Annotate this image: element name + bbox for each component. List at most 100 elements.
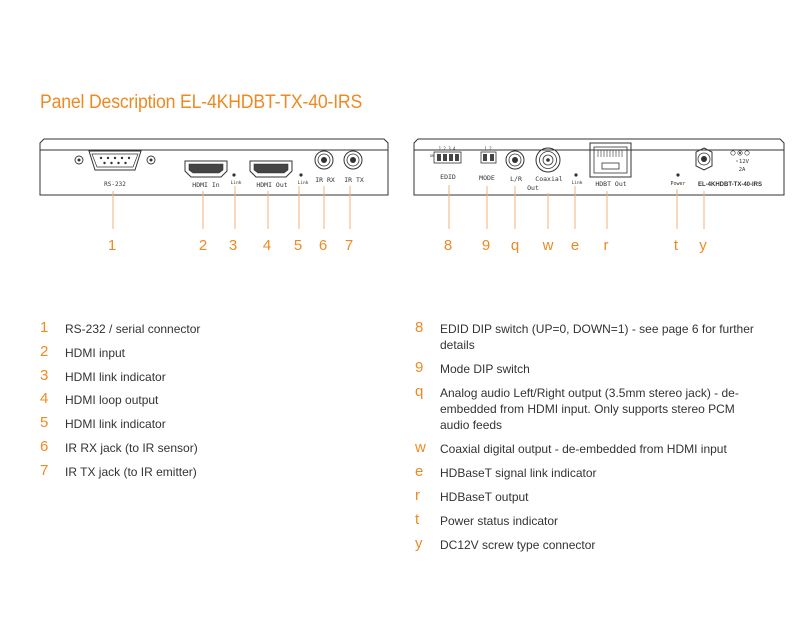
callout-4: 4 — [263, 237, 271, 254]
callout-3: 3 — [229, 237, 237, 254]
callout-1: 1 — [108, 237, 116, 254]
front-leader-lines — [112, 186, 351, 229]
mode-dip-numbers: 1 2 — [484, 146, 492, 151]
power-label: Power — [670, 181, 685, 187]
legend-key: 4 — [40, 390, 49, 408]
callout-2: 2 — [199, 237, 207, 254]
legend-key: 1 — [40, 319, 49, 336]
callout-7: 7 — [345, 237, 353, 254]
legend-text: Analog audio Left/Right output (3.5mm st… — [440, 386, 739, 432]
dc-screw-connector — [695, 147, 713, 171]
rs232-connector — [74, 150, 156, 171]
callout-r: r — [604, 237, 609, 254]
dc-voltage-label: 12V — [739, 159, 750, 165]
legend-item: t Power status indicator — [415, 511, 765, 529]
legend-text: EDID DIP switch (UP=0, DOWN=1) - see pag… — [440, 322, 754, 352]
legend-key: y — [415, 535, 423, 552]
hdmi-in-port — [184, 160, 228, 178]
legend-key: q — [415, 383, 424, 400]
ir-tx-jack — [343, 150, 363, 170]
front-panel-face — [39, 149, 389, 196]
rear-panel-face — [413, 149, 785, 196]
legend-left: 1 RS-232 / serial connector 2 HDMI input 3… — [40, 319, 370, 488]
legend-key: r — [415, 487, 420, 504]
legend-item: w Coaxial digital output - de-embedded fr… — [415, 439, 765, 457]
mode-dip-switch: 1 2 — [480, 146, 497, 164]
legend-key: 2 — [40, 342, 49, 360]
rear-leader-lines — [448, 185, 705, 229]
legend-text: HDMI loop output — [65, 393, 159, 408]
front-panel-body — [39, 138, 389, 150]
callout-5: 5 — [294, 237, 302, 254]
legend-item: r HDBaseT output — [415, 487, 765, 505]
legend-key: 5 — [40, 414, 49, 432]
page-title: Panel Description EL-4KHDBT-TX-40-IRS — [40, 92, 363, 113]
link-led-3 — [232, 173, 236, 177]
legend-right: 8 EDID DIP switch (UP=0, DOWN=1) - see pa… — [415, 319, 765, 561]
legend-text: HDMI input — [65, 345, 126, 360]
hdmi-in-label: HDMI In — [192, 181, 219, 189]
callout-y: y — [699, 237, 707, 254]
legend-item: 7 IR TX jack (to IR emitter) — [40, 461, 370, 480]
legend-item: 4 HDMI loop output — [40, 390, 370, 408]
coaxial-label: Coaxial — [535, 175, 562, 183]
legend-item: 8 EDID DIP switch (UP=0, DOWN=1) - see pa… — [415, 319, 765, 353]
dip-on-label: ON — [430, 154, 434, 158]
hdbt-link-led — [574, 173, 578, 177]
link-label-3: Link — [231, 180, 242, 186]
edid-label: EDID — [440, 173, 456, 181]
legend-text: HDMI link indicator — [65, 417, 166, 432]
dc-polarity-icon — [730, 150, 750, 162]
rs232-label: RS-232 — [104, 181, 126, 188]
callout-8: 8 — [444, 237, 452, 254]
legend-item: y DC12V screw type connector — [415, 535, 765, 553]
legend-key: 3 — [40, 366, 49, 384]
dc-amp-label: 2A — [739, 167, 746, 173]
legend-text: IR TX jack (to IR emitter) — [65, 464, 197, 479]
hdbt-rj45-port — [589, 142, 632, 178]
lr-audio-jack — [505, 150, 525, 170]
ir-tx-label: IR TX — [344, 176, 364, 184]
legend-text: IR RX jack (to IR sensor) — [65, 440, 198, 455]
callout-q: q — [511, 237, 519, 254]
legend-text: HDBaseT output — [440, 490, 529, 504]
hdmi-out-port — [249, 160, 293, 178]
legend-item: 9 Mode DIP switch — [415, 359, 765, 377]
hdbt-out-label: HDBT Out — [595, 180, 626, 188]
legend-item: 6 IR RX jack (to IR sensor) — [40, 437, 370, 456]
dip-numbers: 1 2 3 4 — [439, 146, 456, 151]
legend-key: e — [415, 463, 424, 480]
legend-item: q Analog audio Left/Right output (3.5mm s… — [415, 383, 765, 433]
edid-dip-switch: 1 2 3 4 ON — [430, 146, 462, 164]
legend-key: 6 — [40, 437, 49, 455]
legend-item: 2 HDMI input — [40, 342, 370, 361]
lr-label: L/R — [510, 175, 522, 183]
legend-text: HDMI link indicator — [65, 369, 166, 384]
model-label: EL-4KHDBT-TX-40-IRS — [698, 182, 762, 188]
out-label: Out — [527, 184, 539, 192]
coaxial-output — [535, 147, 561, 173]
legend-key: w — [415, 439, 426, 456]
legend-item: 3 HDMI link indicator — [40, 366, 370, 385]
legend-text: DC12V screw type connector — [440, 538, 596, 552]
legend-text: Power status indicator — [440, 514, 559, 528]
legend-key: 8 — [415, 319, 424, 336]
rear-panel: 1 2 3 4 ON EDID 1 2 MODE — [413, 138, 785, 254]
legend-text: Coaxial digital output - de-embedded fro… — [440, 442, 727, 456]
legend-text: Mode DIP switch — [440, 362, 530, 376]
link-label-5: Link — [298, 180, 309, 186]
legend-key: t — [415, 511, 420, 528]
ir-rx-jack — [314, 150, 334, 170]
hdmi-out-label: HDMI Out — [256, 181, 287, 189]
mode-label: MODE — [479, 174, 495, 182]
ir-rx-label: IR RX — [315, 176, 335, 184]
callout-9: 9 — [482, 237, 490, 254]
legend-text: RS-232 / serial connector — [65, 322, 201, 336]
hdbt-link-label: Link — [572, 180, 583, 186]
legend-item: 5 HDMI link indicator — [40, 414, 370, 432]
legend-key: 7 — [40, 461, 49, 479]
link-led-5 — [299, 173, 303, 177]
legend-key: 9 — [415, 359, 424, 376]
